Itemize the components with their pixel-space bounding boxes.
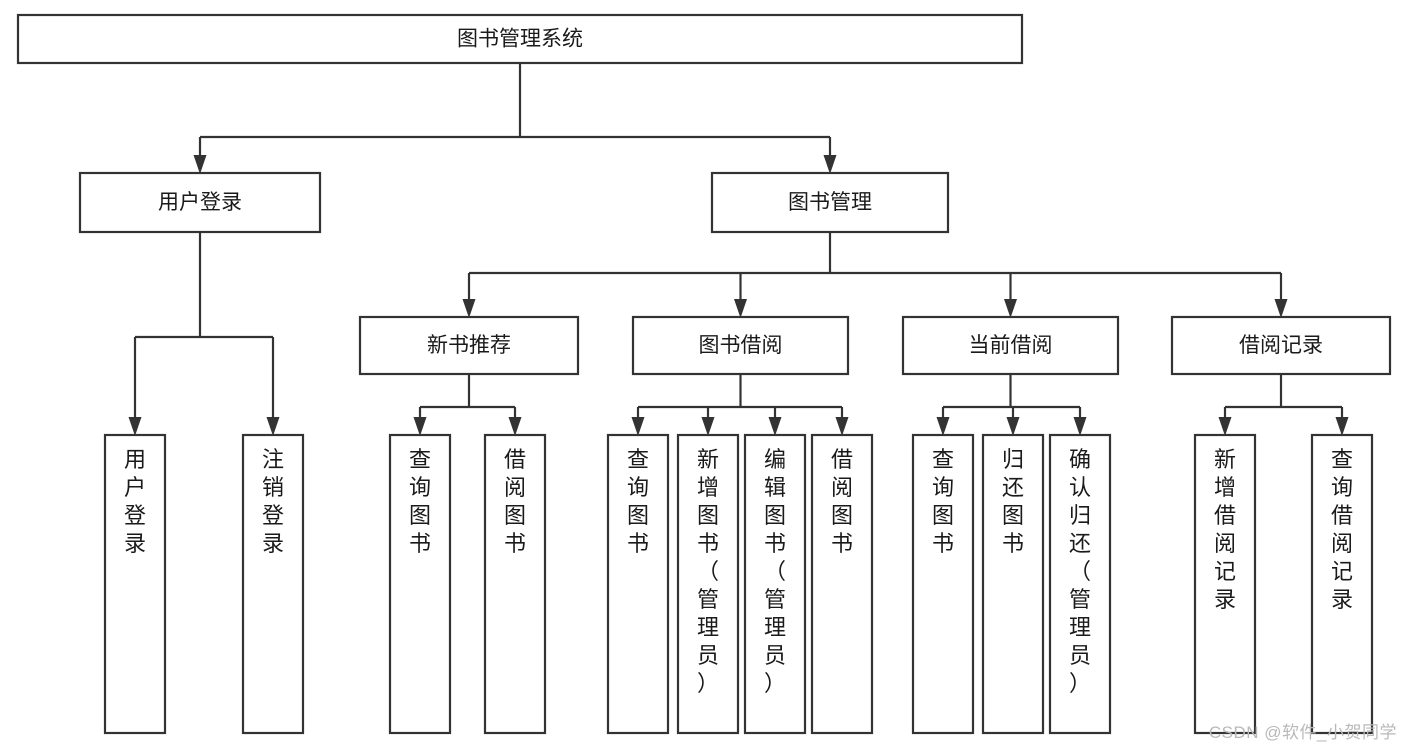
node-label: 当前借阅 <box>969 334 1053 357</box>
node-borrow-record[interactable]: 借阅记录 <box>1170 315 1392 376</box>
node-box <box>1193 433 1257 735</box>
arrow-head-icon <box>631 417 645 436</box>
node-leaf-user-login[interactable]: 用户登录 <box>103 433 167 735</box>
node-label: 查询图书 <box>627 447 649 556</box>
connector-group-current-borrow <box>936 374 1087 436</box>
node-root[interactable]: 图书管理系统 <box>16 13 1024 65</box>
arrow-head-icon <box>734 299 747 318</box>
arrow-head-icon <box>193 155 207 174</box>
node-current-borrow[interactable]: 当前借阅 <box>901 315 1120 376</box>
node-box <box>810 433 874 735</box>
node-label: 用户登录 <box>158 191 242 214</box>
node-box <box>103 433 167 735</box>
arrow-head-icon <box>1004 299 1017 318</box>
node-label: 查询图书 <box>409 447 431 556</box>
node-box <box>710 171 950 234</box>
node-label: 新增图书（管理员） <box>697 447 719 696</box>
arrow-head-icon <box>835 417 849 436</box>
arrow-head-icon <box>128 417 142 436</box>
node-leaf-query-book-3[interactable]: 查询图书 <box>911 433 975 735</box>
node-box <box>901 315 1120 376</box>
node-box <box>483 433 547 735</box>
node-box <box>743 433 807 735</box>
arrow-head-icon <box>1335 417 1349 436</box>
connector-group-root <box>193 63 837 174</box>
node-label: 借阅记录 <box>1239 334 1323 357</box>
arrow-head-icon <box>768 417 782 436</box>
node-box <box>606 433 670 735</box>
node-box <box>981 433 1045 735</box>
node-label: 注销登录 <box>262 447 284 556</box>
node-label: 查询图书 <box>932 447 954 556</box>
arrow-head-icon <box>1006 417 1020 436</box>
node-leaf-edit-book[interactable]: 编辑图书（管理员） <box>743 433 807 735</box>
node-leaf-query-book-1[interactable]: 查询图书 <box>388 433 452 735</box>
connector-group-new-book-rec <box>413 374 522 436</box>
node-leaf-logout[interactable]: 注销登录 <box>241 433 305 735</box>
arrow-head-icon <box>1274 299 1288 318</box>
node-leaf-borrow-book-1[interactable]: 借阅图书 <box>483 433 547 735</box>
node-label: 查询借阅记录 <box>1331 447 1353 612</box>
node-leaf-add-book[interactable]: 新增图书（管理员） <box>676 433 740 735</box>
arrow-head-icon <box>823 155 837 174</box>
arrow-head-icon <box>1218 417 1232 436</box>
watermark-text: CSDN @软件_小贺同学 <box>1208 723 1397 742</box>
node-box <box>676 433 740 735</box>
node-label: 确认归还（管理员） <box>1069 447 1091 696</box>
node-label: 编辑图书（管理员） <box>764 447 786 696</box>
node-user-login[interactable]: 用户登录 <box>78 171 322 234</box>
node-leaf-borrow-book-2[interactable]: 借阅图书 <box>810 433 874 735</box>
node-box <box>1048 433 1112 735</box>
node-box <box>1310 433 1374 735</box>
node-label: 新书推荐 <box>427 334 511 357</box>
node-leaf-confirm-return[interactable]: 确认归还（管理员） <box>1048 433 1112 735</box>
node-book-borrow[interactable]: 图书借阅 <box>631 315 850 376</box>
node-book-manage[interactable]: 图书管理 <box>710 171 950 234</box>
node-label: 借阅图书 <box>831 447 853 556</box>
node-label: 新增借阅记录 <box>1214 447 1236 612</box>
arrow-head-icon <box>936 417 950 436</box>
node-label: 图书借阅 <box>699 334 783 357</box>
node-leaf-return-book[interactable]: 归还图书 <box>981 433 1045 735</box>
connector-group-borrow-record <box>1218 374 1349 436</box>
node-label: 图书管理 <box>788 191 872 214</box>
arrow-head-icon <box>508 417 522 436</box>
node-leaf-query-record[interactable]: 查询借阅记录 <box>1310 433 1374 735</box>
arrow-head-icon <box>462 299 476 318</box>
node-box <box>241 433 305 735</box>
arrow-head-icon <box>1073 417 1087 436</box>
node-box <box>16 13 1024 65</box>
node-new-book-rec[interactable]: 新书推荐 <box>358 315 580 376</box>
node-label: 归还图书 <box>1002 447 1024 556</box>
connector-group-book-borrow <box>631 374 849 436</box>
node-leaf-query-book-2[interactable]: 查询图书 <box>606 433 670 735</box>
connector-group-user-login <box>128 232 280 436</box>
connector-group-book-manage <box>462 232 1288 318</box>
arrow-head-icon <box>266 417 280 436</box>
node-box <box>358 315 580 376</box>
arrow-head-icon <box>701 417 715 436</box>
node-label: 借阅图书 <box>504 447 526 556</box>
node-label: 图书管理系统 <box>457 28 583 51</box>
node-box <box>911 433 975 735</box>
node-box <box>631 315 850 376</box>
node-label: 用户登录 <box>124 447 146 556</box>
arrow-head-icon <box>413 417 427 436</box>
node-box <box>388 433 452 735</box>
node-box <box>1170 315 1392 376</box>
node-box <box>78 171 322 234</box>
node-leaf-add-record[interactable]: 新增借阅记录 <box>1193 433 1257 735</box>
